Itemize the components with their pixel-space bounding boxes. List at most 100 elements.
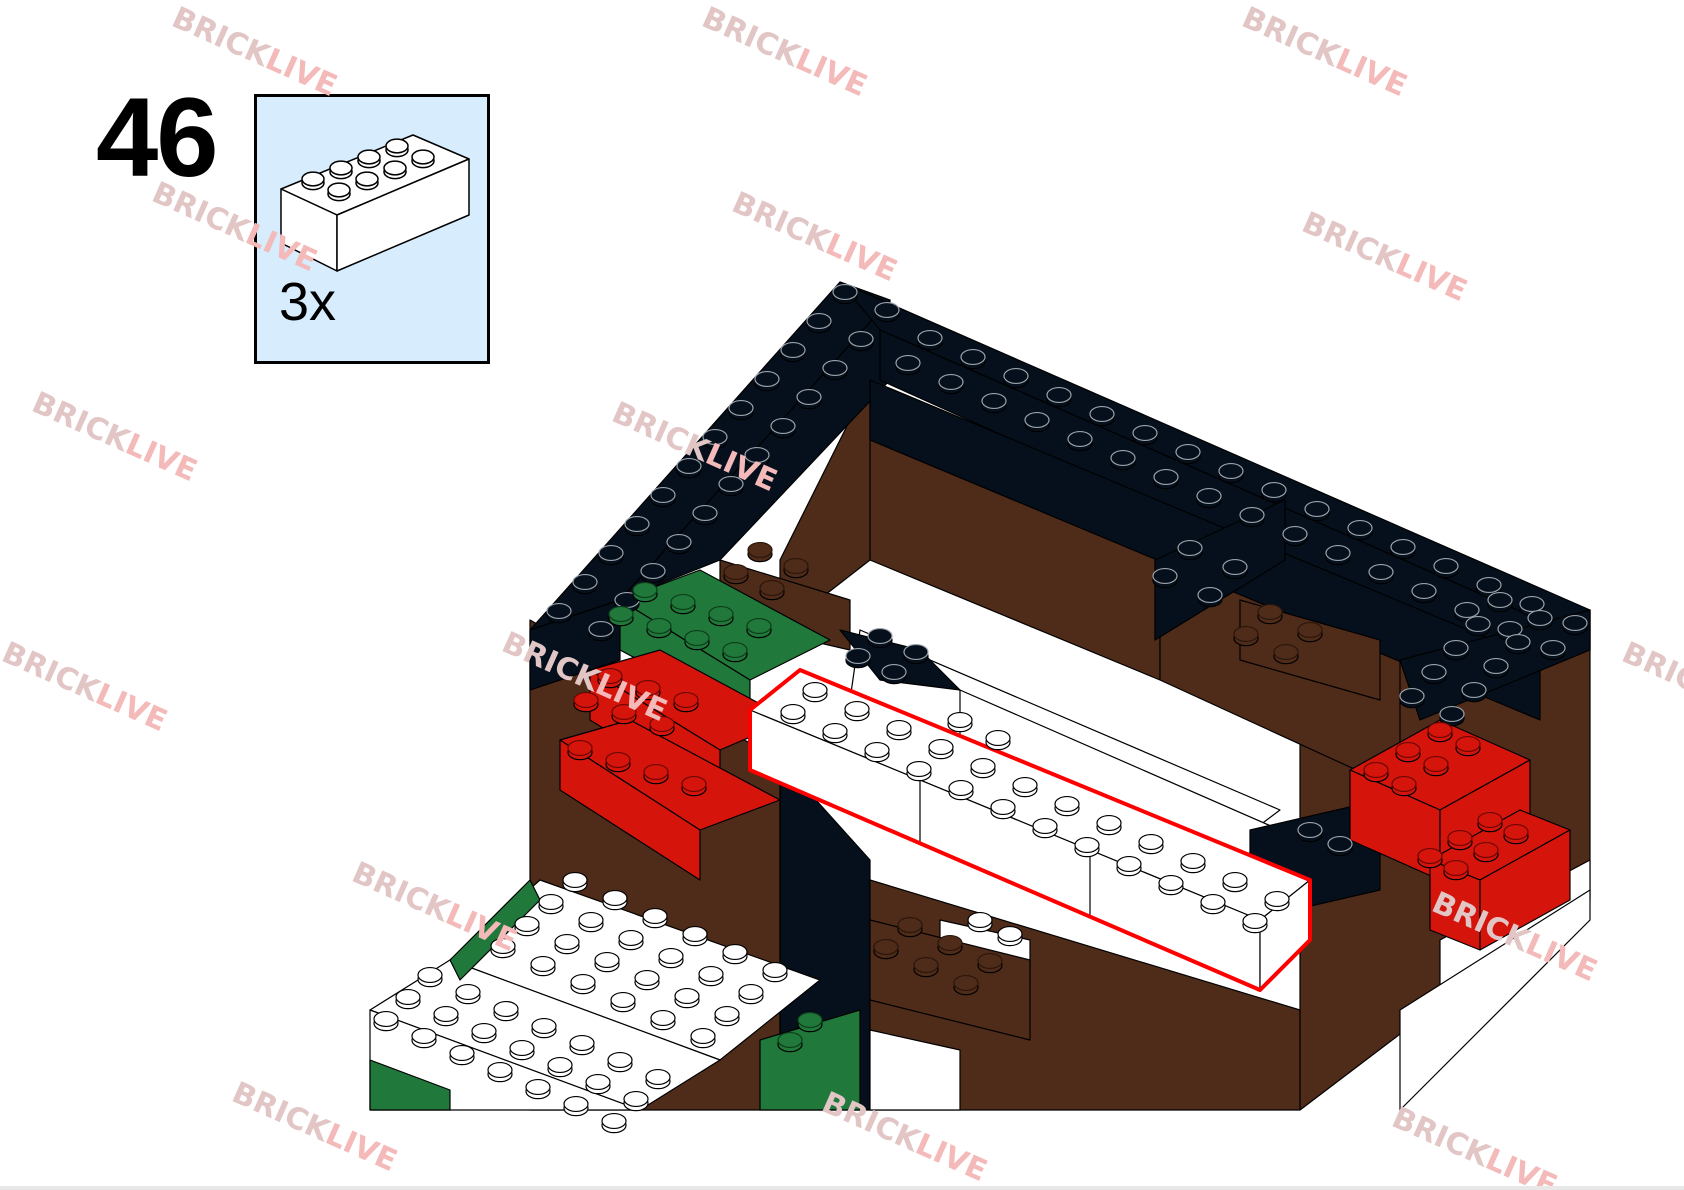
stud bbox=[509, 1039, 535, 1061]
stud bbox=[744, 446, 770, 468]
stud bbox=[917, 329, 943, 351]
stud bbox=[635, 679, 661, 701]
stud bbox=[608, 605, 634, 627]
stud bbox=[718, 475, 744, 497]
page-bottom-edge bbox=[0, 1186, 1684, 1190]
stud bbox=[525, 1078, 551, 1100]
stud bbox=[650, 1009, 676, 1031]
stud bbox=[873, 938, 899, 960]
stud bbox=[634, 969, 660, 991]
stud bbox=[848, 330, 874, 352]
stud bbox=[822, 359, 848, 381]
stud bbox=[1175, 443, 1201, 465]
stud bbox=[1054, 795, 1080, 817]
stud bbox=[722, 943, 748, 965]
stud bbox=[1153, 468, 1179, 490]
stud bbox=[329, 160, 353, 180]
stud bbox=[1067, 430, 1093, 452]
stud bbox=[1483, 657, 1509, 679]
stud bbox=[1423, 755, 1449, 777]
stud bbox=[684, 629, 710, 651]
stud bbox=[607, 1051, 633, 1073]
stud bbox=[1257, 603, 1283, 625]
stud bbox=[1439, 705, 1465, 727]
stud bbox=[1196, 487, 1222, 509]
stud bbox=[623, 1090, 649, 1112]
stud bbox=[682, 925, 708, 947]
stud bbox=[1503, 823, 1529, 845]
stud bbox=[563, 1095, 589, 1117]
stud bbox=[645, 1068, 671, 1090]
stud bbox=[746, 617, 772, 639]
stud bbox=[948, 779, 974, 801]
stud bbox=[1046, 386, 1072, 408]
stud bbox=[1222, 871, 1248, 893]
stud bbox=[1427, 721, 1453, 743]
stud bbox=[981, 392, 1007, 414]
stud bbox=[632, 581, 658, 603]
stud bbox=[1222, 558, 1248, 580]
stud bbox=[1487, 591, 1513, 613]
stud bbox=[797, 1011, 823, 1033]
stud bbox=[673, 691, 699, 713]
stud bbox=[1411, 582, 1437, 604]
stud bbox=[1455, 735, 1481, 757]
stud bbox=[1197, 586, 1223, 608]
stud bbox=[1297, 821, 1323, 843]
stud bbox=[597, 667, 623, 689]
stud bbox=[1399, 687, 1425, 709]
stud bbox=[698, 965, 724, 987]
stud bbox=[780, 341, 806, 363]
stud bbox=[1417, 847, 1443, 869]
stud bbox=[1477, 811, 1503, 833]
stud bbox=[649, 715, 675, 737]
stud bbox=[490, 937, 516, 959]
stud bbox=[1233, 625, 1259, 647]
stud bbox=[1132, 424, 1158, 446]
stud bbox=[547, 1056, 573, 1078]
stud bbox=[770, 417, 796, 439]
stud bbox=[874, 301, 900, 323]
stud bbox=[681, 775, 707, 797]
stud bbox=[867, 627, 893, 649]
stud bbox=[1032, 817, 1058, 839]
stud bbox=[762, 961, 788, 983]
stud bbox=[585, 1073, 611, 1095]
stud bbox=[690, 1027, 716, 1049]
stud bbox=[938, 373, 964, 395]
stud bbox=[802, 681, 828, 703]
stud bbox=[1304, 500, 1330, 522]
stud bbox=[1421, 663, 1447, 685]
stud bbox=[562, 871, 588, 893]
stud bbox=[1282, 525, 1308, 547]
stud bbox=[886, 719, 912, 741]
stud bbox=[1096, 814, 1122, 836]
stud bbox=[594, 951, 620, 973]
stud bbox=[471, 1022, 497, 1044]
stud bbox=[487, 1061, 513, 1083]
stud bbox=[554, 933, 580, 955]
stud bbox=[411, 149, 435, 169]
stud bbox=[1443, 859, 1469, 881]
stud bbox=[1242, 912, 1268, 934]
stud bbox=[844, 700, 870, 722]
stud bbox=[1024, 411, 1050, 433]
stud bbox=[1138, 833, 1164, 855]
stud bbox=[728, 399, 754, 421]
stud bbox=[1390, 538, 1416, 560]
step-number: 46 bbox=[96, 75, 219, 200]
stud bbox=[832, 283, 858, 305]
stud bbox=[692, 504, 718, 526]
stud bbox=[493, 1000, 519, 1022]
stud bbox=[433, 1005, 459, 1027]
stud bbox=[937, 934, 963, 956]
stud bbox=[301, 171, 325, 191]
stud bbox=[906, 760, 932, 782]
stud bbox=[1110, 449, 1136, 471]
parts-list-box: 3x bbox=[254, 94, 490, 364]
stud bbox=[650, 486, 676, 508]
stud bbox=[796, 388, 822, 410]
stud bbox=[449, 1044, 475, 1066]
stud bbox=[759, 579, 785, 601]
stud bbox=[1443, 639, 1469, 661]
